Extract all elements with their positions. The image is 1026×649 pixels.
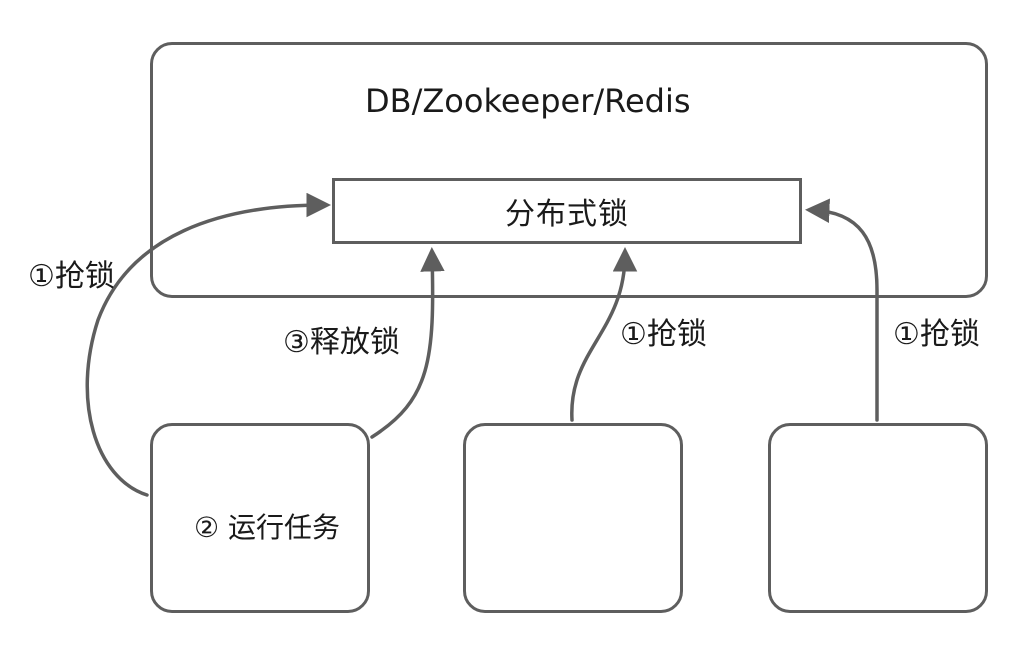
client-node-2	[463, 423, 683, 613]
client-node-1: ② 运行任务	[150, 423, 370, 613]
distributed-lock-box: 分布式锁	[332, 178, 802, 244]
storage-container	[150, 42, 988, 298]
client-node-3	[768, 423, 988, 613]
client-node-1-label: ② 运行任务	[193, 511, 340, 544]
step-grab-lock-middle: ①抢锁	[620, 317, 707, 352]
storage-title: DB/Zookeeper/Redis	[365, 82, 691, 120]
distributed-lock-label: 分布式锁	[505, 197, 629, 232]
step-grab-lock-right: ①抢锁	[893, 317, 980, 352]
step-grab-lock-left: ①抢锁	[28, 259, 115, 294]
step-release-lock: ③释放锁	[283, 325, 400, 360]
